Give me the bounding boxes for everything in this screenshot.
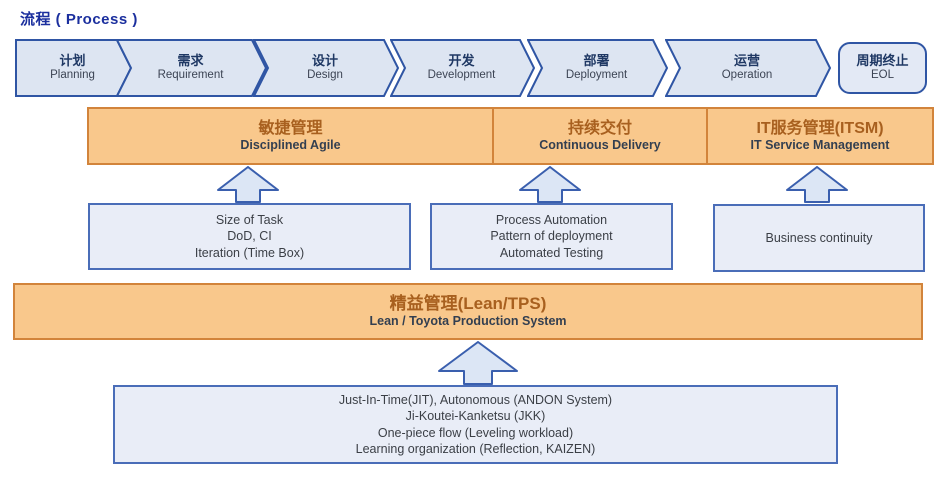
lean-label-en: Lean / Toyota Production System [369, 314, 567, 329]
process-step-planning: 计划 Planning [15, 39, 132, 97]
step-label-cn: 计划 [59, 52, 86, 68]
practice-section-itsm: IT服务管理(ITSM) IT Service Management [706, 109, 932, 163]
step-label-en: Deployment [565, 68, 628, 81]
technique-line: DoD, CI [227, 229, 272, 244]
practice-label-en: Disciplined Agile [240, 138, 341, 153]
step-label-en: Development [427, 68, 496, 81]
step-label-cn: 周期终止 [856, 52, 909, 68]
lean-technique-box: Just-In-Time(JIT), Autonomous (ANDON Sys… [113, 385, 838, 464]
process-step-eol: 周期终止 EOL [838, 42, 927, 94]
practice-section-agile: 敏捷管理 Disciplined Agile [89, 109, 492, 163]
step-label-cn: 开发 [448, 52, 475, 68]
process-step-development: 开发 Development [390, 39, 535, 97]
practice-section-cd: 持续交付 Continuous Delivery [492, 109, 706, 163]
technique-line: Process Automation [495, 213, 608, 228]
step-label-cn: 设计 [311, 52, 338, 68]
technique-line: Learning organization (Reflection, KAIZE… [355, 441, 596, 456]
technique-line: Automated Testing [499, 245, 604, 260]
technique-line: Pattern of deployment [490, 229, 613, 244]
technique-box-itsm: Business continuity [713, 204, 925, 272]
up-arrow-icon [785, 166, 849, 203]
process-step-deployment: 部署 Deployment [527, 39, 668, 97]
diagram-title: 流程 ( Process ) [20, 11, 138, 28]
chevron-shape [253, 39, 399, 97]
step-label-en: Requirement [157, 68, 224, 81]
up-arrow-icon [436, 341, 520, 385]
practice-label-cn: 持续交付 [567, 119, 632, 137]
up-arrow-icon [216, 166, 280, 203]
chevron-shape [116, 39, 267, 97]
technique-line: One-piece flow (Leveling workload) [377, 425, 574, 440]
technique-line: Iteration (Time Box) [194, 245, 305, 260]
practice-label-cn: IT服务管理(ITSM) [756, 119, 884, 137]
practice-label-cn: 敏捷管理 [258, 119, 323, 137]
technique-line: Just-In-Time(JIT), Autonomous (ANDON Sys… [338, 393, 613, 407]
technique-line: Size of Task [215, 213, 284, 228]
chevron-shape [390, 39, 535, 97]
step-label-cn: 需求 [177, 52, 204, 68]
technique-box-agile: Size of Task DoD, CI Iteration (Time Box… [88, 203, 411, 270]
step-label-en: Operation [721, 68, 773, 81]
technique-line: Ji-Koutei-Kanketsu (JKK) [405, 409, 546, 424]
technique-line: Business continuity [765, 230, 873, 245]
step-label-en: Design [307, 68, 343, 81]
up-arrow-icon [518, 166, 582, 203]
step-label-cn: 部署 [583, 52, 610, 68]
chevron-shape [665, 39, 831, 97]
lean-bar: 精益管理(Lean/TPS) Lean / Toyota Production … [13, 283, 923, 340]
process-step-operation: 运营 Operation [665, 39, 831, 97]
step-label-en: Planning [50, 68, 95, 81]
practice-bar: 敏捷管理 Disciplined Agile 持续交付 Continuous D… [87, 107, 934, 165]
lean-label-cn: 精益管理(Lean/TPS) [389, 294, 547, 314]
practice-label-en: IT Service Management [750, 138, 890, 153]
process-step-requirement: 需求 Requirement [116, 39, 267, 97]
technique-box-cd: Process Automation Pattern of deployment… [430, 203, 673, 270]
step-label-cn: 运营 [733, 52, 760, 68]
chevron-shape [527, 39, 668, 97]
process-step-design: 设计 Design [253, 39, 399, 97]
practice-label-en: Continuous Delivery [539, 138, 661, 153]
step-label-en: EOL [870, 68, 894, 81]
